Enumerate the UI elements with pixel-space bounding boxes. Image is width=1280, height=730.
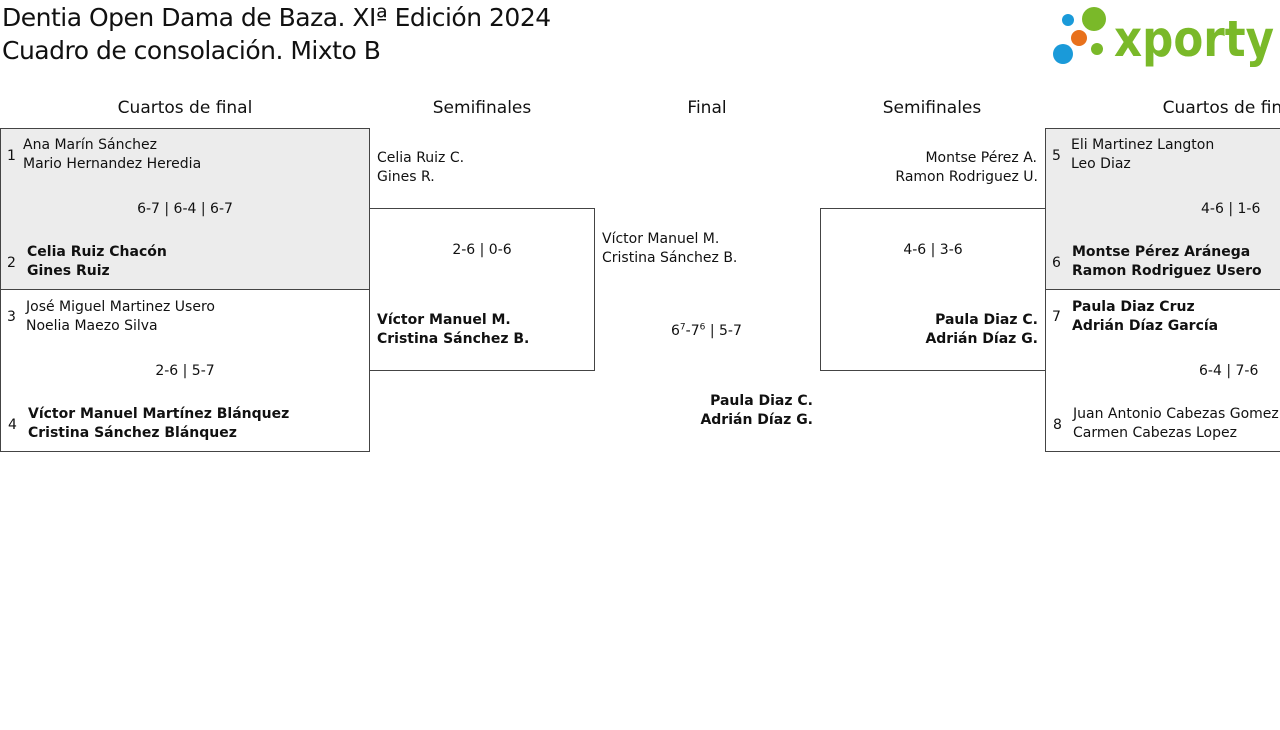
left-qf-match-1 xyxy=(0,128,370,290)
team-name-winner: Cristina Sánchez B. xyxy=(377,331,530,347)
team-name-winner: Adrián Díaz García xyxy=(1072,318,1219,334)
page-title: Dentia Open Dama de Baza. XIª Edición 20… xyxy=(2,3,551,32)
seed-number: 7 xyxy=(1052,309,1061,325)
round-header-right-qf: Cuartos de final xyxy=(1162,98,1280,118)
team-name: Gines R. xyxy=(377,169,435,185)
seed-number: 1 xyxy=(7,148,16,164)
team-name: Mario Hernandez Heredia xyxy=(23,156,202,172)
round-header-left-qf: Cuartos de final xyxy=(117,98,253,118)
team-name: Carmen Cabezas Lopez xyxy=(1073,425,1237,441)
team-name-winner: Adrián Díaz G. xyxy=(925,331,1038,347)
final-score: 67-76 | 5-7 xyxy=(671,322,742,339)
team-name-winner: Celia Ruiz Chacón xyxy=(27,244,167,260)
xporty-logo-graphic: xporty xyxy=(1053,7,1274,68)
team-name-winner: Ramon Rodriguez Usero xyxy=(1072,263,1262,279)
round-header-final: Final xyxy=(687,98,727,118)
seed-number: 2 xyxy=(7,255,16,271)
round-header-right-sf: Semifinales xyxy=(882,98,982,118)
left-sf-match xyxy=(369,208,595,371)
logo-dot-green-small xyxy=(1091,43,1103,55)
team-name-winner: Víctor Manuel M. xyxy=(377,312,511,328)
team-name: Juan Antonio Cabezas Gomez xyxy=(1073,406,1279,422)
team-name: Ana Marín Sánchez xyxy=(23,137,157,153)
right-qf-match-1 xyxy=(1045,128,1280,290)
team-name-winner: Paula Diaz Cruz xyxy=(1072,299,1195,315)
round-header-left-sf: Semifinales xyxy=(432,98,532,118)
match-score: 4-6 | 3-6 xyxy=(903,242,963,258)
team-name: Celia Ruiz C. xyxy=(377,150,465,166)
team-name: Ramon Rodriguez U. xyxy=(895,169,1038,185)
seed-number: 3 xyxy=(7,309,16,325)
team-name: Eli Martinez Langton xyxy=(1071,137,1215,153)
team-name-winner: Víctor Manuel Martínez Blánquez xyxy=(28,406,290,422)
match-score: 6-4 | 7-6 xyxy=(1199,363,1259,379)
team-name: José Miguel Martinez Usero xyxy=(26,299,215,315)
match-score: 6-7 | 6-4 | 6-7 xyxy=(137,201,233,217)
team-name-winner: Paula Diaz C. xyxy=(935,312,1038,328)
match-score: 2-6 | 5-7 xyxy=(155,363,215,379)
team-name-winner: Gines Ruiz xyxy=(27,263,110,279)
logo-dot-blue xyxy=(1062,14,1074,26)
team-name: Montse Pérez A. xyxy=(925,150,1037,166)
xporty-logo: xporty xyxy=(1052,4,1280,68)
team-name-winner: Montse Pérez Aránega xyxy=(1072,244,1251,260)
match-score: 4-6 | 1-6 xyxy=(1201,201,1261,217)
champion-name: Adrián Díaz G. xyxy=(700,412,813,428)
logo-dot-blue-large xyxy=(1053,44,1073,64)
logo-dot-green xyxy=(1082,7,1106,31)
seed-number: 8 xyxy=(1053,417,1062,433)
seed-number: 4 xyxy=(8,417,17,433)
seed-number: 5 xyxy=(1052,148,1061,164)
match-score: 2-6 | 0-6 xyxy=(452,242,512,258)
team-name: Cristina Sánchez B. xyxy=(602,250,738,266)
logo-text: xporty xyxy=(1114,10,1274,68)
team-name: Víctor Manuel M. xyxy=(602,231,720,247)
seed-number: 6 xyxy=(1052,255,1061,271)
team-name: Noelia Maezo Silva xyxy=(26,318,158,334)
champion-name: Paula Diaz C. xyxy=(710,393,813,409)
page-subtitle: Cuadro de consolación. Mixto B xyxy=(2,36,381,65)
logo-dot-orange xyxy=(1071,30,1087,46)
team-name: Leo Diaz xyxy=(1071,156,1131,172)
right-qf-match-2 xyxy=(1045,289,1280,452)
team-name-winner: Cristina Sánchez Blánquez xyxy=(28,425,237,441)
